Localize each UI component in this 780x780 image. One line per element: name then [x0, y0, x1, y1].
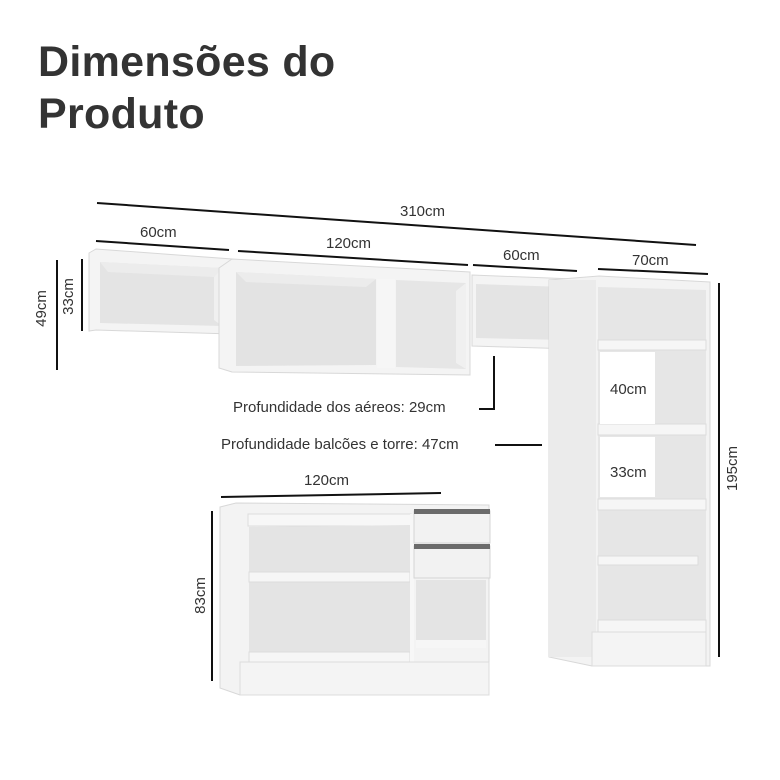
upper-right-width-line	[472, 264, 578, 272]
dimension-lines	[56, 202, 720, 681]
base-cabinet	[219, 502, 491, 696]
tower-gap-top-label: 40cm	[610, 381, 647, 398]
tower-height-label: 195cm	[724, 445, 742, 492]
tower-cabinet	[548, 275, 711, 667]
tower-width-line	[597, 268, 709, 275]
upper-left-width-label: 60cm	[140, 224, 177, 241]
title-line-2: Produto	[38, 90, 205, 138]
upper-left-width-line	[95, 240, 230, 251]
base-width-line	[220, 492, 442, 498]
drawer-handle-bottom	[414, 544, 490, 549]
base-height-label: 83cm	[191, 577, 209, 614]
upper-depth-leader	[479, 356, 495, 410]
upper-right-width-label: 60cm	[503, 247, 540, 264]
total-width-line	[96, 202, 697, 246]
upper-left-cabinet	[88, 248, 233, 335]
base-width-label: 120cm	[304, 472, 350, 489]
upper-cabinet-height-label: 33cm	[59, 278, 77, 315]
upper-depth-note: Profundidade dos aéreos: 29cm	[233, 399, 446, 416]
upper-center-width-label: 120cm	[326, 235, 372, 252]
upper-center-width-line	[237, 250, 469, 266]
page-title: Dimensões do Produto	[38, 36, 336, 140]
upper-center-cabinet	[218, 258, 471, 376]
title-line-1: Dimensões do	[38, 38, 336, 86]
total-width-label: 310cm	[400, 203, 446, 220]
drawer-handle-top	[414, 509, 490, 514]
tower-gap-bottom-label: 33cm	[610, 464, 647, 481]
upper-total-height-label: 49cm	[32, 290, 50, 327]
tower-width-label: 70cm	[632, 252, 669, 269]
base-depth-note: Profundidade balcões e torre: 47cm	[221, 436, 459, 453]
